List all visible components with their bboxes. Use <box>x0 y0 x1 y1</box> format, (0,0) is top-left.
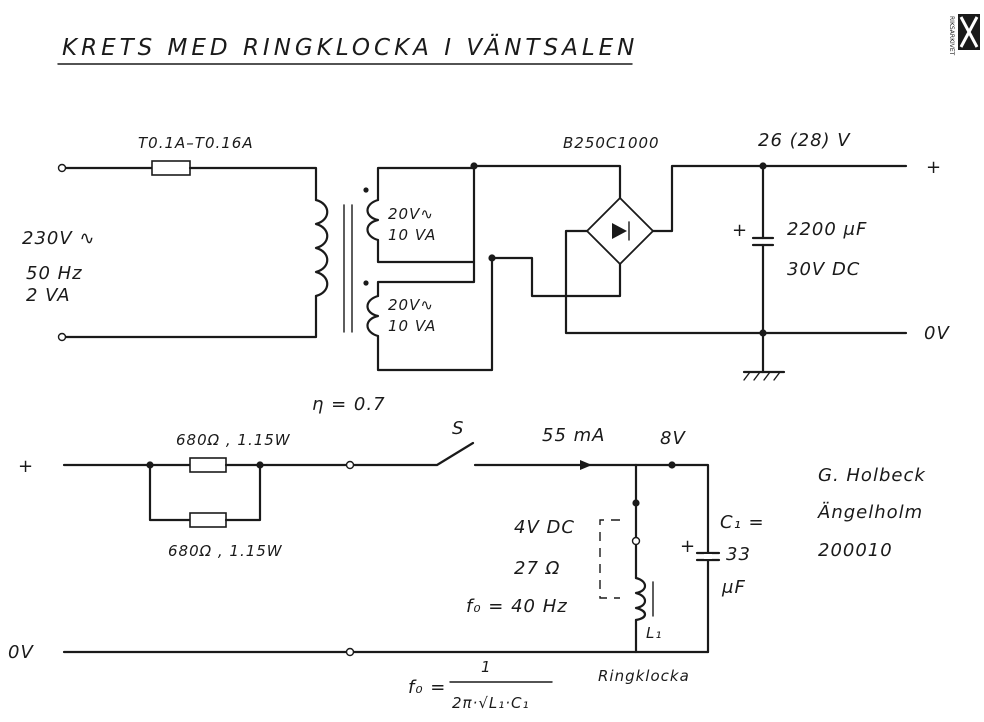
bell-plus-label: + <box>18 456 34 477</box>
rectifier-label: B250C1000 <box>563 134 660 152</box>
output-zero-label: 0V <box>924 323 950 344</box>
bell-frequency: f₀ = 40 Hz <box>466 596 568 617</box>
c1-value: 33 <box>726 544 751 565</box>
secondary-2-power: 10 VA <box>388 317 436 335</box>
capacitor-c1 <box>695 551 721 562</box>
capacitor-2200uf <box>751 164 775 335</box>
signature-date: 200010 <box>818 540 893 561</box>
transformer-secondary-2 <box>366 294 380 338</box>
transformer-secondary-1 <box>366 198 380 242</box>
resistor-1 <box>189 457 227 473</box>
c1-polarity: + <box>680 536 696 557</box>
formula-numerator: 1 <box>481 658 492 676</box>
bell-terminal <box>631 536 641 546</box>
capacitor-value: 2200 μF <box>787 219 867 240</box>
bell-inductor <box>634 576 654 622</box>
resistor-1-label: 680Ω , 1.15W <box>176 431 291 449</box>
signature-name: G. Holbeck <box>818 465 926 486</box>
bell-inductor-label: L₁ <box>646 624 662 642</box>
current-label: 55 mA <box>542 425 605 446</box>
transformer-core <box>343 204 353 333</box>
formula-lhs: f₀ = <box>408 677 446 698</box>
bell-name: Ringklocka <box>598 667 690 685</box>
bell-zero-label: 0V <box>8 642 34 663</box>
fuse <box>151 160 191 176</box>
resistor-2-label: 680Ω , 1.15W <box>168 542 283 560</box>
bell-resistance: 27 Ω <box>514 558 560 579</box>
voltage-8v-label: 8V <box>660 428 686 449</box>
c1-unit: μF <box>721 577 746 598</box>
schematic-title: KRETS MED RINGKLOCKA I VÄNTSALEN <box>62 33 638 61</box>
secondary-1-power: 10 VA <box>388 226 436 244</box>
output-voltage: 26 (28) V <box>758 130 851 151</box>
transformer-primary <box>314 198 329 298</box>
bridge-rectifier <box>586 197 654 265</box>
fuse-label: T0.1A–T0.16A <box>138 134 254 152</box>
secondary-2-voltage: 20V∿ <box>388 296 434 314</box>
formula-denominator: 2π·√L₁·C₁ <box>452 694 530 712</box>
switch-label: S <box>452 418 464 439</box>
mains-voltage: 230V ∿ <box>22 228 95 249</box>
signature-place: Ängelholm <box>817 502 923 523</box>
output-plus-label: + <box>926 157 942 178</box>
mains-terminal-top <box>57 163 67 173</box>
resistor-2 <box>189 512 227 528</box>
archive-logo-text: RIKSARKIVET <box>948 16 955 56</box>
secondary-1-voltage: 20V∿ <box>388 205 434 223</box>
c1-name: C₁ = <box>720 512 765 533</box>
switch-s <box>352 441 638 467</box>
bottom-terminal <box>345 647 355 657</box>
archive-logo: RIKSARKIVET <box>948 14 980 56</box>
switch-terminal <box>345 460 355 470</box>
mains-frequency: 50 Hz <box>26 263 83 284</box>
efficiency-label: η = 0.7 <box>312 394 386 415</box>
mains-terminal-bottom <box>57 332 67 342</box>
capacitor-polarity: + <box>732 220 748 241</box>
capacitor-rating: 30V DC <box>787 259 860 280</box>
bell-voltage: 4V DC <box>514 517 575 538</box>
ground-symbol <box>742 331 786 381</box>
mains-power: 2 VA <box>26 285 71 306</box>
